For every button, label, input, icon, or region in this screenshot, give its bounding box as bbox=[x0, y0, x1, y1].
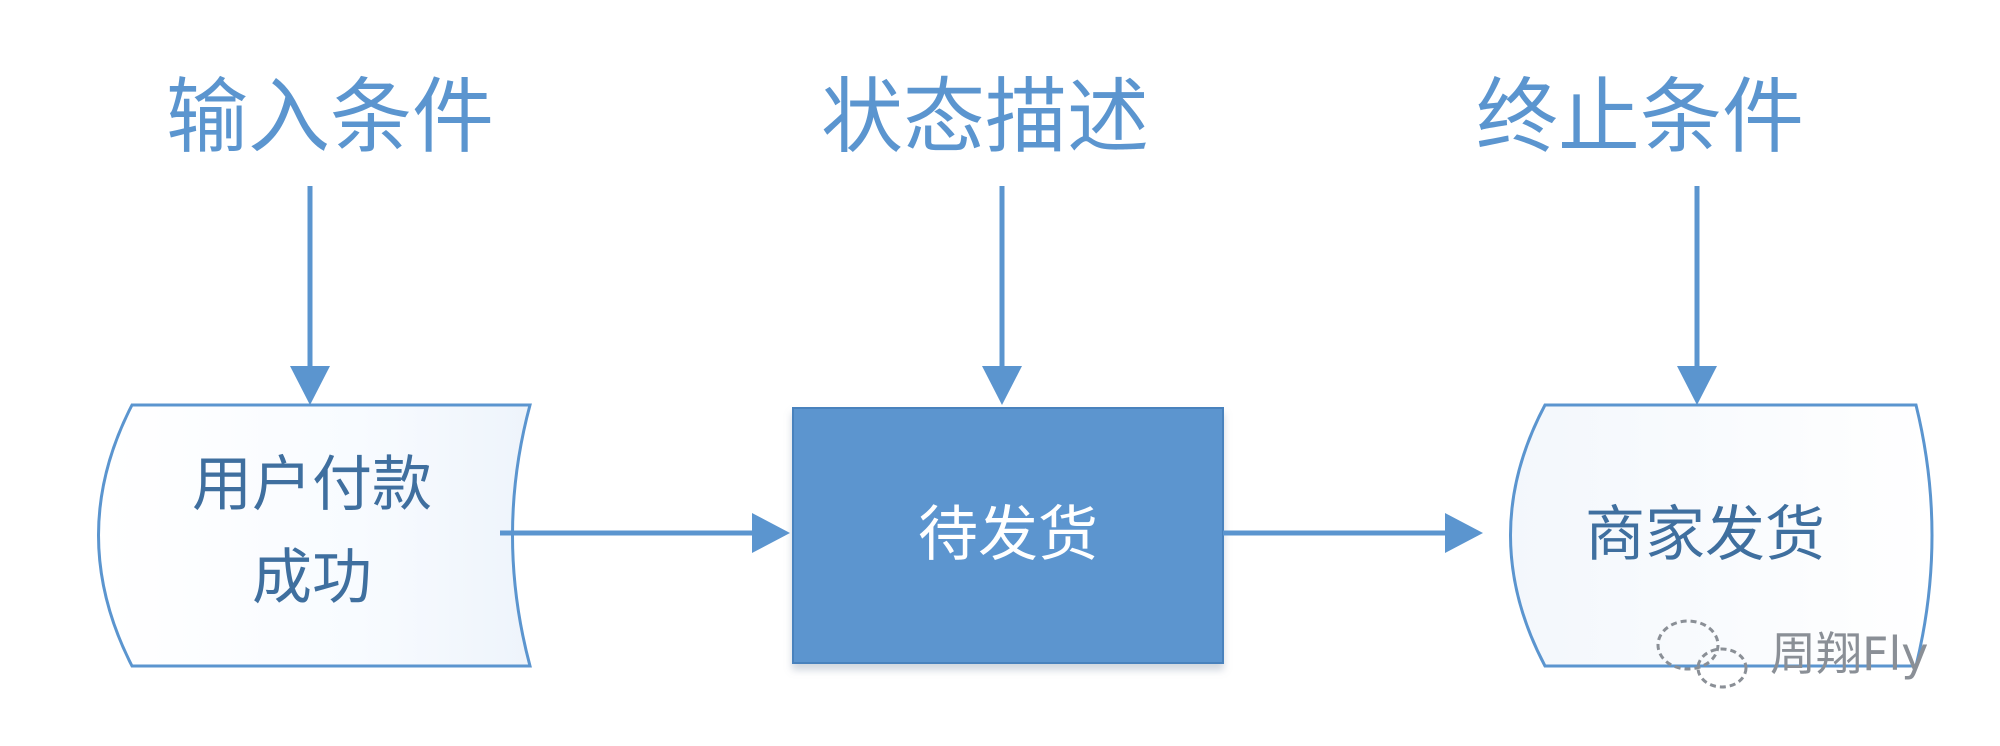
arrow-center-to-right bbox=[1223, 513, 1483, 553]
state-description-label: 状态描述 bbox=[821, 70, 1149, 165]
arrow-input-to-left bbox=[290, 186, 330, 405]
wechat-chat-bubble-icon bbox=[1656, 619, 1748, 689]
node-center-label: 待发货 bbox=[918, 500, 1098, 570]
node-merchant-ships: 商家发货 bbox=[1509, 403, 1934, 668]
arrow-state-to-center bbox=[982, 186, 1022, 405]
watermark: 周翔Fly bbox=[1656, 619, 1928, 689]
node-left-line1: 用户付款 bbox=[192, 450, 432, 520]
node-user-payment-success: 用户付款 成功 bbox=[97, 403, 532, 668]
arrow-left-to-center bbox=[500, 513, 790, 553]
node-right-label: 商家发货 bbox=[1585, 500, 1825, 570]
arrow-terminate-to-right bbox=[1677, 186, 1717, 405]
node-left-line2: 成功 bbox=[252, 543, 372, 613]
watermark-text: 周翔Fly bbox=[1770, 627, 1928, 681]
input-condition-label: 输入条件 bbox=[166, 70, 494, 165]
termination-condition-label: 终止条件 bbox=[1476, 70, 1804, 165]
node-pending-shipment: 待发货 bbox=[792, 407, 1224, 664]
